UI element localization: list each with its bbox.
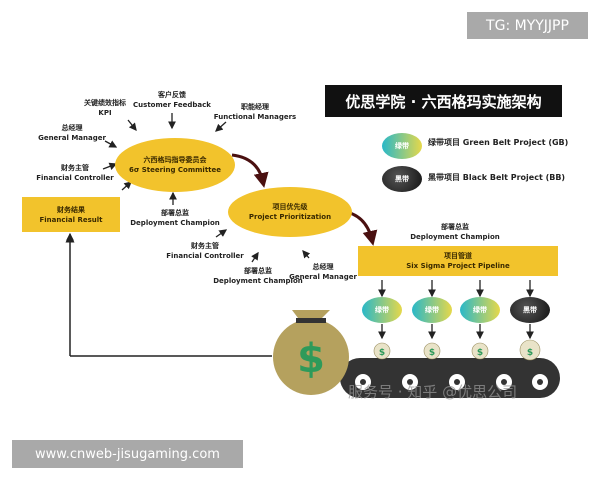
svg-text:$: $ [379, 348, 385, 358]
project-pipeline-node: 项目管道 Six Sigma Project Pipeline [358, 246, 558, 276]
prioritization-zh: 项目优先级 [272, 203, 308, 211]
diagram-title: 优思学院 · 六西格玛实施架构 [325, 85, 562, 117]
steering-committee-node: 六西格玛指导委员会 6σ Steering Committee [115, 138, 235, 192]
tg-watermark: TG: MYYJJPP [467, 12, 588, 39]
steering-en: 6σ Steering Committee [128, 166, 222, 174]
website-watermark: www.cnweb-jisugaming.com [12, 440, 243, 468]
financial-result-zh: 财务结果 [57, 205, 85, 214]
pipeline-en: Six Sigma Project Pipeline [406, 262, 510, 270]
financial-result-en: Financial Result [39, 215, 103, 224]
legend-green-text: 绿带项目 Green Belt Project (GB) [428, 138, 569, 147]
prioritization-en: Project Prioritization [248, 213, 332, 221]
platform-watermark: 服务号 · 知乎 @优思公司 [348, 383, 518, 401]
steering-zh: 六西格玛指导委员会 [143, 156, 207, 164]
svg-text:$: $ [297, 336, 325, 382]
svg-text:$: $ [527, 348, 533, 358]
svg-text:$: $ [477, 348, 483, 358]
svg-text:$: $ [429, 348, 435, 358]
belt-badge-3: 绿带 [460, 297, 500, 323]
project-prioritization-node: 项目优先级 Project Prioritization [228, 187, 352, 237]
legend-black-text: 黑带项目 Black Belt Project (BB) [428, 173, 566, 182]
legend-black-badge: 黑带 [382, 166, 422, 192]
belt-badge-2: 绿带 [412, 297, 452, 323]
belt-badge-1: 绿带 [362, 297, 402, 323]
money-bag-icon: $ [273, 310, 349, 395]
financial-result-node: 财务结果 Financial Result [22, 197, 120, 232]
pipeline-zh: 项目管道 [444, 252, 472, 260]
legend-green-badge: 绿带 [382, 133, 422, 159]
belt-badge-4: 黑带 [510, 297, 550, 323]
